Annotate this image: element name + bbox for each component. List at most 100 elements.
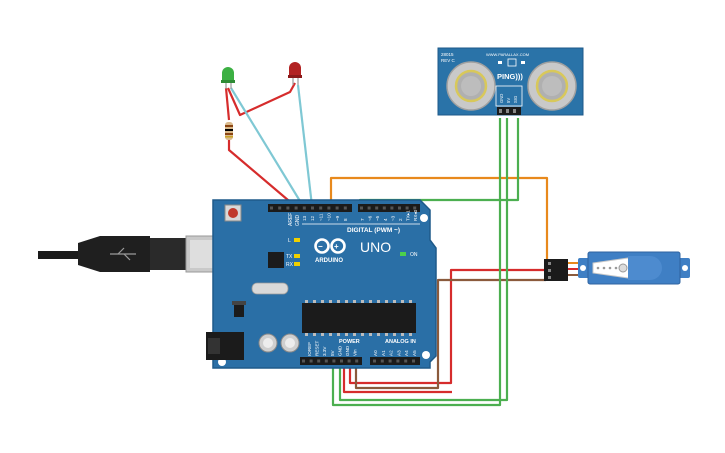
pin-label: 13 <box>302 215 307 221</box>
reset-button-cap[interactable] <box>228 208 238 218</box>
chip-pin <box>361 300 364 303</box>
header-pin-hole[interactable] <box>388 359 392 363</box>
arduino-logo-icon <box>314 238 346 254</box>
header-pin-hole[interactable] <box>317 359 321 363</box>
sensor-small-part <box>521 61 525 64</box>
wire-sensor-5v <box>338 118 509 402</box>
servo-horn-hole <box>614 266 618 270</box>
chip-pin <box>409 300 412 303</box>
header-pin-hole[interactable] <box>335 206 339 210</box>
usb-symbol-icon <box>110 247 136 261</box>
header-pin-hole[interactable] <box>286 206 290 210</box>
chip-pin <box>305 300 308 303</box>
header-pin-hole[interactable] <box>319 206 323 210</box>
power-header <box>300 357 362 365</box>
power-jack-inner <box>208 338 220 354</box>
chip-pin <box>377 300 380 303</box>
header-pin-hole[interactable] <box>294 206 298 210</box>
header-pin-hole[interactable] <box>375 206 379 210</box>
chip-pin <box>345 300 348 303</box>
header-pin-hole[interactable] <box>324 359 328 363</box>
pin-label: 3.3V <box>322 346 327 356</box>
header-pin-hole[interactable] <box>412 359 415 363</box>
chip-pin <box>313 300 316 303</box>
green-led-body <box>222 67 234 80</box>
chip-pin <box>369 300 372 303</box>
atmega-chip <box>302 303 416 333</box>
header-pin-hole[interactable] <box>309 359 313 363</box>
servo-motor[interactable] <box>544 251 690 285</box>
header-pin-hole[interactable] <box>332 359 336 363</box>
header-pin-hole[interactable] <box>404 359 408 363</box>
chip-pin <box>385 333 388 336</box>
pin-label: 2 <box>398 218 403 221</box>
header-pin-hole[interactable] <box>413 206 417 210</box>
red-led[interactable] <box>288 62 302 85</box>
sensor-name: PING))) <box>497 72 523 81</box>
pin-label: Vin <box>353 349 358 356</box>
header-pin-hole[interactable] <box>270 206 273 210</box>
header-pin-hole[interactable] <box>382 206 386 210</box>
pin-label: IOREF <box>307 342 312 356</box>
servo-horn-hole <box>608 266 612 270</box>
resistor[interactable] <box>225 122 233 140</box>
pin-label: 8 <box>343 218 348 221</box>
header-pin-hole[interactable] <box>347 359 351 363</box>
pin-label: ~11 <box>318 213 323 221</box>
header-pin-hole[interactable] <box>311 206 314 210</box>
header-pin-hole[interactable] <box>405 206 409 210</box>
chip-pin <box>345 333 348 336</box>
analog-header <box>370 357 420 365</box>
on-led <box>400 252 406 256</box>
sensor-small-part <box>498 61 502 64</box>
voltage-regulator-tab <box>232 301 246 305</box>
usb-plug-body <box>150 238 186 270</box>
pin-label: A0 <box>373 350 378 356</box>
servo-horn-hole <box>596 266 600 270</box>
arduino-minus: − <box>318 242 323 251</box>
header-pin-hole[interactable] <box>380 359 384 363</box>
pin-label: TX▸1 <box>406 210 411 221</box>
header-pin-hole[interactable] <box>367 206 371 210</box>
wire-resistor-to-gnd <box>227 140 296 207</box>
header-pin-hole[interactable] <box>355 359 359 363</box>
chip-pin <box>369 333 372 336</box>
header-pin-hole[interactable] <box>398 206 401 210</box>
wire-red-led-to-pin <box>296 84 314 207</box>
header-pin-hole[interactable] <box>302 206 306 210</box>
green-led[interactable] <box>221 67 235 89</box>
chip-pin <box>329 300 332 303</box>
sensor-pin-label: 5V <box>506 98 511 103</box>
uno-model: UNO <box>360 239 391 255</box>
header-pin-hole[interactable] <box>343 206 347 210</box>
pin-label: RESET <box>315 340 320 356</box>
header-pin-hole[interactable] <box>373 359 376 363</box>
servo-connector <box>544 259 568 281</box>
header-pin-hole[interactable] <box>327 206 331 210</box>
usb-cable-wire <box>38 251 78 259</box>
header-pin-hole[interactable] <box>390 206 394 210</box>
servo-connector-pin <box>548 276 551 279</box>
red-led-rim <box>288 75 302 78</box>
header-pin-hole[interactable] <box>340 359 343 363</box>
servo-mount-hole <box>682 265 688 271</box>
sensor-brand: WWW.PARALLAX.COM <box>486 52 529 57</box>
header-pin-hole[interactable] <box>360 206 363 210</box>
chip-pin <box>321 333 324 336</box>
header-pin-hole[interactable] <box>396 359 400 363</box>
sensor-pin <box>513 109 516 113</box>
ultrasonic-sensor[interactable]: 28015 REV C WWW.PARALLAX.COM PING))) GND… <box>437 47 584 116</box>
header-pin-hole[interactable] <box>278 206 282 210</box>
chip-pin <box>305 333 308 336</box>
header-pin-hole[interactable] <box>302 359 305 363</box>
l-label: L <box>288 238 291 244</box>
green-led-rim <box>221 80 235 83</box>
on-label: ON <box>410 252 418 258</box>
sensor-model-line2: REV C <box>441 58 456 63</box>
chip-pin <box>361 333 364 336</box>
servo-top-gear <box>628 256 662 280</box>
voltage-regulator <box>234 305 244 317</box>
pin-label: 12 <box>310 215 315 221</box>
